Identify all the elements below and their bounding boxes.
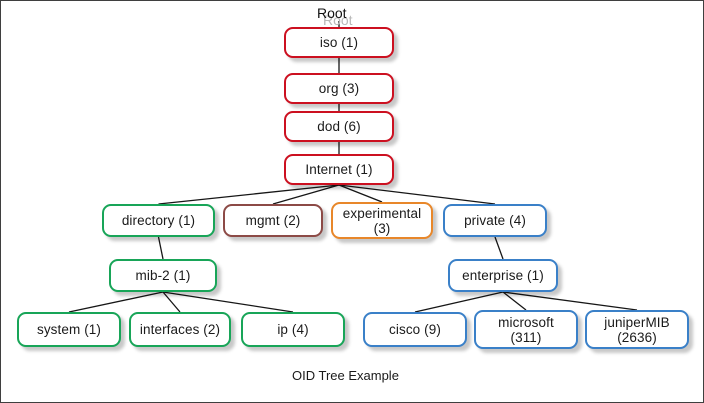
tree-node-mgmt[interactable]: mgmt (2) <box>223 204 323 237</box>
tree-node-org[interactable]: org (3) <box>284 73 394 104</box>
root-label: Root <box>317 5 347 21</box>
tree-node-label: ip (4) <box>277 322 309 337</box>
tree-node-label: mib-2 (1) <box>135 268 191 283</box>
tree-node-private[interactable]: private (4) <box>443 204 547 237</box>
tree-node-label: directory (1) <box>121 213 196 228</box>
tree-node-label: experimental (3) <box>342 205 422 236</box>
tree-node-directory[interactable]: directory (1) <box>102 204 215 237</box>
tree-node-label: org (3) <box>318 81 360 96</box>
tree-node-label: Internet (1) <box>305 162 373 177</box>
tree-node-microsoft[interactable]: microsoft (311) <box>474 310 578 349</box>
tree-node-label: system (1) <box>36 322 101 337</box>
tree-node-internet[interactable]: Internet (1) <box>284 154 394 185</box>
tree-node-label: microsoft (311) <box>498 314 554 345</box>
tree-node-iso[interactable]: iso (1) <box>284 27 394 58</box>
root-label-shadow: Root <box>323 12 353 28</box>
tree-node-dod[interactable]: dod (6) <box>284 111 394 142</box>
edge-directory-to-mib2 <box>157 236 164 260</box>
tree-node-interfaces[interactable]: interfaces (2) <box>129 312 231 347</box>
edge-mib2-to-ip <box>162 291 294 313</box>
tree-node-label: interfaces (2) <box>139 322 221 337</box>
figure-caption: OID Tree Example <box>292 368 399 383</box>
edge-internet-to-experimental <box>338 184 383 203</box>
tree-node-cisco[interactable]: cisco (9) <box>363 312 467 347</box>
edge-mib2-to-interfaces <box>162 291 181 313</box>
tree-node-label: dod (6) <box>317 119 361 134</box>
tree-node-label: mgmt (2) <box>245 213 301 228</box>
edge-enterprise-to-cisco <box>414 291 504 313</box>
tree-node-label: cisco (9) <box>389 322 441 337</box>
edge-mib2-to-system <box>68 291 164 313</box>
edge-private-to-enterprise <box>494 236 504 260</box>
tree-node-experimental[interactable]: experimental (3) <box>331 202 433 239</box>
tree-node-system[interactable]: system (1) <box>17 312 121 347</box>
edge-internet-to-directory <box>158 184 340 205</box>
tree-node-label: iso (1) <box>319 35 359 50</box>
tree-node-ip[interactable]: ip (4) <box>241 312 345 347</box>
tree-node-label: juniperMIB (2636) <box>604 314 670 345</box>
tree-node-juniper[interactable]: juniperMIB (2636) <box>585 310 689 349</box>
edge-internet-to-mgmt <box>272 184 340 205</box>
tree-node-enterprise[interactable]: enterprise (1) <box>448 259 558 292</box>
tree-node-label: enterprise (1) <box>462 268 544 283</box>
edge-enterprise-to-juniper <box>502 291 638 311</box>
edge-enterprise-to-microsoft <box>502 291 527 311</box>
tree-node-mib2[interactable]: mib-2 (1) <box>109 259 217 292</box>
tree-node-label: private (4) <box>464 213 526 228</box>
